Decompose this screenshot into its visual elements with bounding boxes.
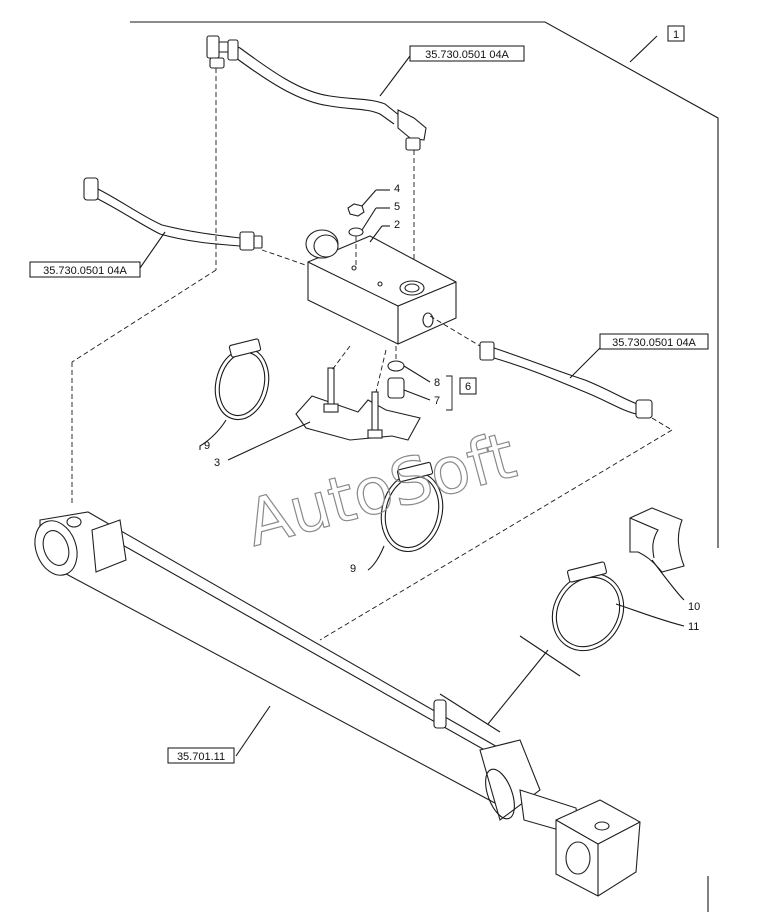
washer-5 (348, 227, 364, 237)
group-6-label: 6 (465, 381, 471, 393)
tube-right-leader (569, 347, 601, 379)
leader-3 (227, 421, 311, 461)
ref-box-tube-right (599, 333, 709, 350)
ref-tube-right: 35.730.0501 04A (612, 337, 696, 349)
group-1-label: 1 (673, 29, 679, 41)
ref-box-tube-left (29, 261, 141, 278)
clamp-9-upper (214, 338, 270, 421)
tube-right (479, 341, 653, 419)
fitting-7 (387, 377, 405, 399)
group-1-leader (629, 35, 658, 63)
valve-block (305, 229, 457, 345)
callout-5: 5 (394, 201, 400, 213)
tube-right-dash (429, 315, 481, 347)
break-mark-bottom (439, 693, 501, 733)
clamp-11 (551, 561, 625, 652)
tube-top (206, 35, 427, 151)
cylinder-leader (235, 705, 271, 757)
tube-left (83, 177, 263, 251)
clamp-9-lower (380, 461, 444, 553)
callout-2: 2 (394, 219, 400, 231)
leader-11 (615, 603, 685, 627)
callout-7: 7 (434, 395, 440, 407)
group-1-box (667, 25, 685, 42)
bracket-plate-3 (295, 367, 421, 441)
callout-4: 4 (394, 183, 400, 195)
callout-9b: 9 (350, 563, 356, 575)
leader-4 (361, 189, 377, 207)
break-mark-link (487, 649, 549, 725)
leader-8 (403, 365, 431, 383)
ref-cylinder: 35.701.11 (177, 751, 225, 763)
watermark-text: AutoSoft (239, 419, 524, 562)
hydraulic-cylinder (34, 511, 641, 897)
spacer-10 (629, 507, 685, 573)
leader-2 (369, 225, 383, 243)
leader-9b (367, 545, 385, 571)
tube-top-leader (379, 55, 411, 97)
group-6-box (459, 377, 477, 395)
o-ring-8 (387, 360, 405, 372)
leader-10 (651, 559, 685, 601)
callout-9a: 9 (204, 440, 210, 452)
callout-10: 10 (688, 601, 700, 613)
group-1-bracket (130, 21, 719, 548)
tube-right-dash-end (651, 417, 673, 431)
callout-8: 8 (434, 377, 440, 389)
callout-3: 3 (214, 457, 220, 469)
break-mark-top (519, 635, 581, 677)
ref-box-tube-top (409, 45, 525, 62)
nut-4 (347, 203, 365, 217)
ref-box-cylinder (167, 747, 235, 764)
group-6-bracket (446, 375, 453, 411)
leader-7 (403, 389, 431, 401)
leader-5 (361, 207, 377, 231)
ref-tube-left: 35.730.0501 04A (43, 265, 127, 277)
ref-tube-top: 35.730.0501 04A (425, 49, 509, 61)
callout-11: 11 (688, 621, 699, 633)
leader-9a (199, 419, 227, 450)
tube-left-leader (139, 231, 166, 269)
